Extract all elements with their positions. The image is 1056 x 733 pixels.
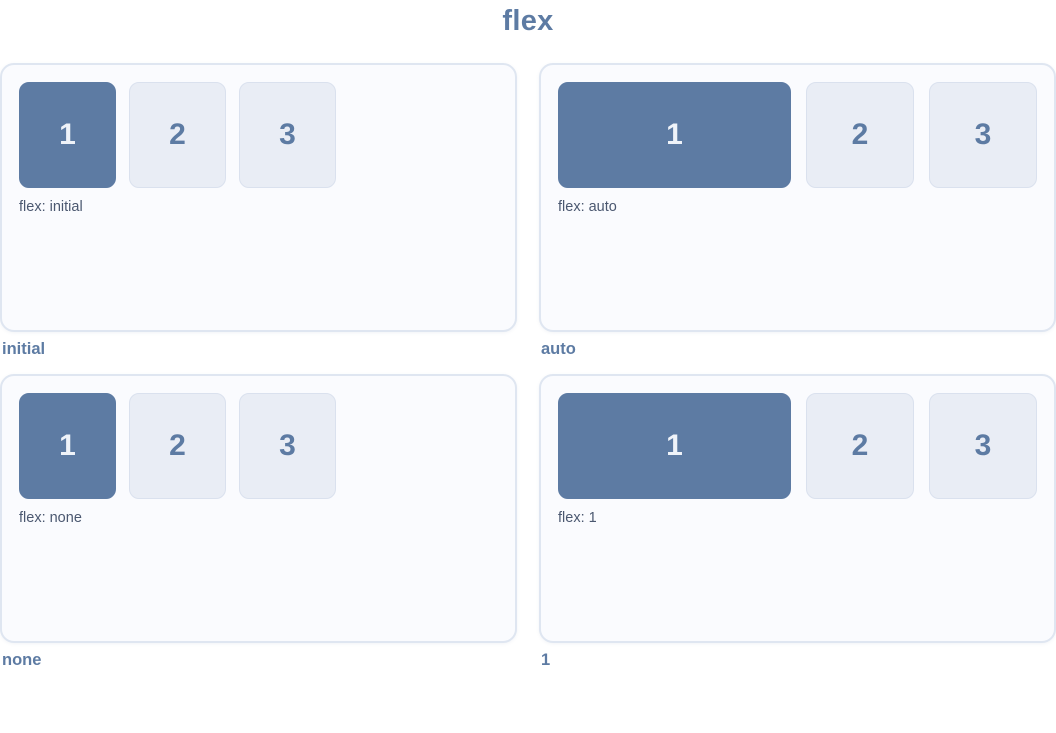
- demo-cell-auto: 1 2 3 flex: auto auto: [539, 63, 1056, 358]
- demo-cell-1: 1 2 3 flex: 1 1: [539, 374, 1056, 669]
- flex-item-1: 1: [558, 393, 791, 499]
- flex-item-2: 2: [129, 393, 226, 499]
- flex-item-1: 1: [19, 82, 116, 188]
- demo-grid: 1 2 3 flex: initial initial 1 2 3 flex: …: [0, 63, 1056, 669]
- panel-label: 1: [541, 651, 551, 669]
- panel-caption: flex: initial: [19, 199, 83, 215]
- flex-item-3: 3: [929, 82, 1037, 188]
- panel-caption: flex: 1: [558, 510, 597, 526]
- flex-items-row: 1 2 3: [19, 393, 498, 499]
- panel-label: initial: [2, 340, 46, 358]
- flex-item-2: 2: [806, 82, 914, 188]
- flex-item-3: 3: [239, 82, 336, 188]
- flex-items-row: 1 2 3: [558, 393, 1037, 499]
- page-title: flex: [502, 5, 554, 37]
- panel-label: none: [2, 651, 42, 669]
- page-header: flex: [0, 0, 1056, 63]
- panel-caption: flex: auto: [558, 199, 617, 215]
- flex-item-1: 1: [558, 82, 791, 188]
- flex-demo-page: flex 1 2 3 flex: initial initial 1 2 3: [0, 0, 1056, 669]
- flex-items-row: 1 2 3: [558, 82, 1037, 188]
- flex-panel-initial: 1 2 3 flex: initial: [0, 63, 517, 332]
- flex-panel-auto: 1 2 3 flex: auto: [539, 63, 1056, 332]
- panel-caption: flex: none: [19, 510, 82, 526]
- demo-cell-none: 1 2 3 flex: none none: [0, 374, 517, 669]
- flex-item-2: 2: [129, 82, 226, 188]
- flex-item-2: 2: [806, 393, 914, 499]
- flex-item-3: 3: [929, 393, 1037, 499]
- flex-items-row: 1 2 3: [19, 82, 498, 188]
- flex-panel-1: 1 2 3 flex: 1: [539, 374, 1056, 643]
- flex-item-3: 3: [239, 393, 336, 499]
- flex-panel-none: 1 2 3 flex: none: [0, 374, 517, 643]
- flex-item-1: 1: [19, 393, 116, 499]
- demo-cell-initial: 1 2 3 flex: initial initial: [0, 63, 517, 358]
- panel-label: auto: [541, 340, 576, 358]
